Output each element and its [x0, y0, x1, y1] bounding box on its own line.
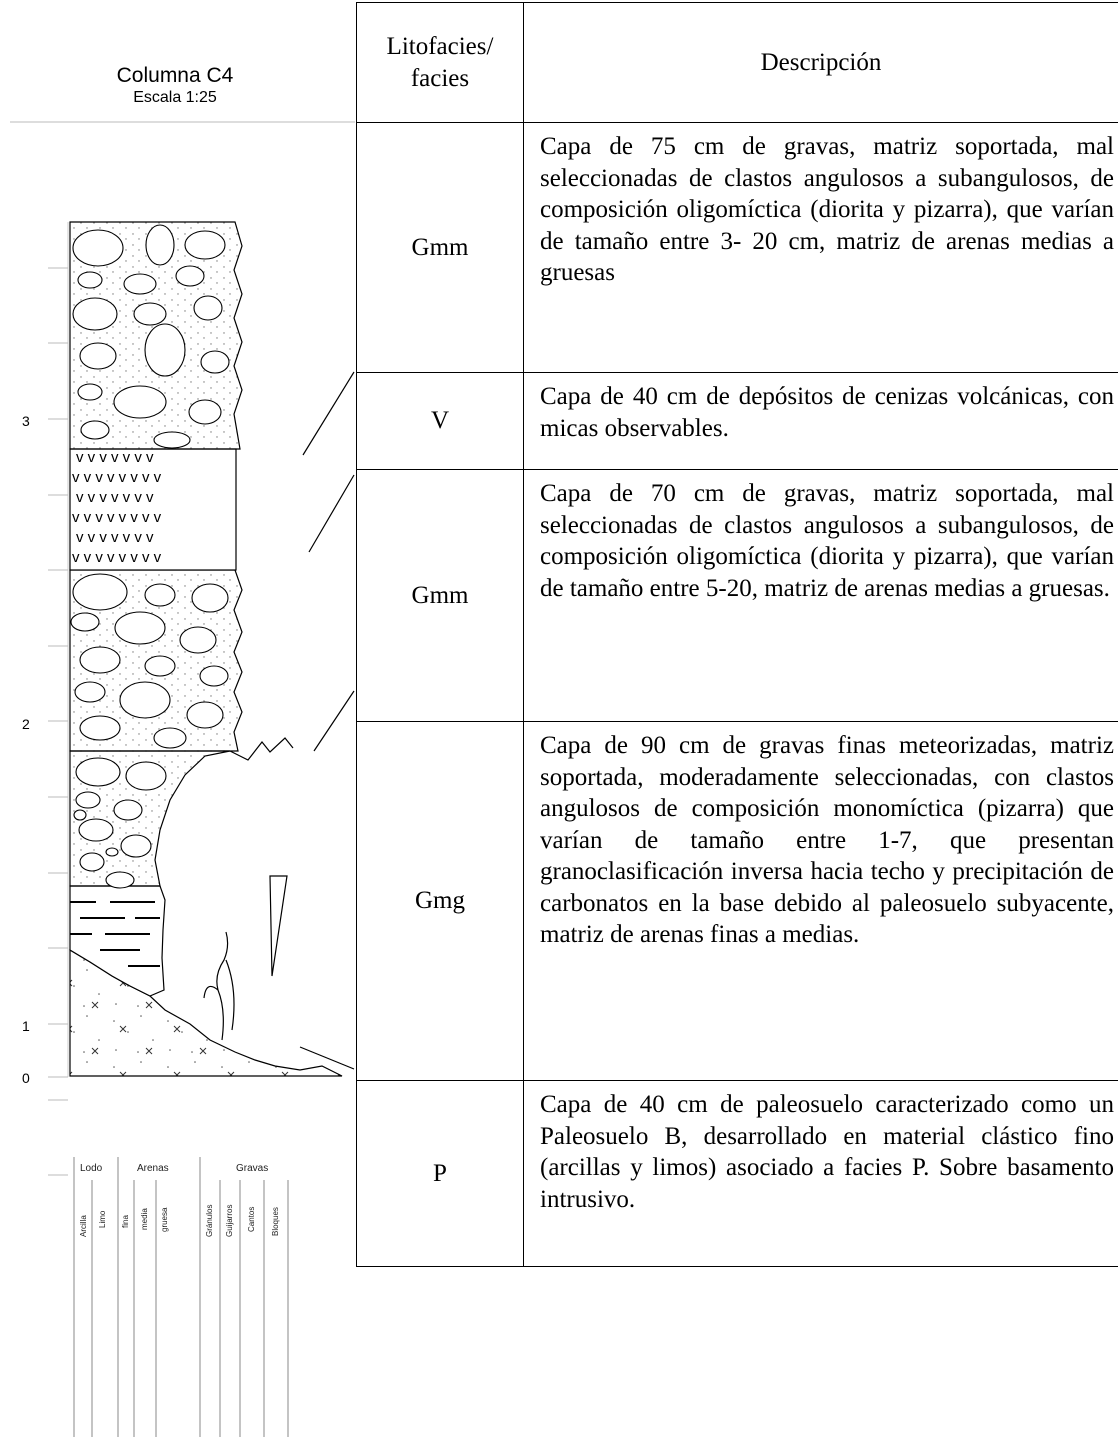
table-row: Gmm Capa de 70 cm de gravas, matriz sopo…	[357, 470, 1118, 722]
header-description: Descripción	[524, 3, 1118, 123]
facies-code: P	[357, 1081, 524, 1267]
table-row: Gmg Capa de 90 cm de gravas finas meteor…	[357, 722, 1118, 1081]
table-row: V Capa de 40 cm de depósitos de cenizas …	[357, 373, 1118, 470]
table-row: Gmm Capa de 75 cm de gravas, matriz sopo…	[357, 123, 1118, 373]
facies-description: Capa de 90 cm de gravas finas meteorizad…	[524, 722, 1118, 1081]
tick-label-1: 1	[22, 1018, 30, 1034]
legend-group-lodo: Lodo	[80, 1163, 103, 1174]
legend-class-fina: fina	[121, 1215, 130, 1228]
legend-group-gravas: Gravas	[236, 1163, 268, 1174]
carbonate-root-symbol	[204, 932, 234, 1040]
legend-class-gruesa: gruesa	[160, 1207, 169, 1232]
facies-code: Gmg	[357, 722, 524, 1081]
svg-text:v v v v v v v: v v v v v v v	[76, 449, 154, 466]
erosion-contact	[230, 738, 293, 760]
tick-label-3: 3	[22, 413, 30, 429]
svg-text:v v v v v v v v: v v v v v v v v	[72, 549, 162, 566]
svg-text:v v v v v v v v: v v v v v v v v	[72, 509, 162, 526]
legend-class-bloques: Bloques	[271, 1207, 280, 1236]
svg-text:v v v v v v v: v v v v v v v	[76, 529, 154, 546]
depth-axis: 3 2 1 0	[22, 222, 68, 1175]
legend-class-guijarros: Guijarros	[225, 1205, 234, 1237]
lithofacies-table: Litofacies/ facies Descripción Gmm Capa …	[356, 2, 1118, 1267]
table-header-row: Litofacies/ facies Descripción	[357, 3, 1118, 123]
facies-code: Gmm	[357, 123, 524, 373]
legend-class-limo: Limo	[98, 1210, 107, 1228]
connector-lines	[300, 372, 354, 1069]
header-facies: Litofacies/ facies	[357, 3, 524, 123]
legend-class-arcilla: Arcilla	[79, 1215, 88, 1237]
svg-text:v v v v v v v: v v v v v v v	[76, 489, 154, 506]
facies-code: V	[357, 373, 524, 470]
facies-description: Capa de 75 cm de gravas, matriz soportad…	[524, 123, 1118, 373]
legend-class-cantos: Cantos	[247, 1207, 256, 1232]
tick-label-0: 0	[22, 1070, 30, 1086]
facies-description: Capa de 40 cm de depósitos de cenizas vo…	[524, 373, 1118, 470]
column-drawing: 3 2 1 0 v v v v v v v v v v v v	[0, 0, 360, 1437]
legend-group-arenas: Arenas	[137, 1163, 169, 1174]
tick-label-2: 2	[22, 716, 30, 732]
facies-description: Capa de 70 cm de gravas, matriz soportad…	[524, 470, 1118, 722]
legend-class-granulos: Gránulos	[205, 1205, 214, 1237]
legend-class-media: media	[140, 1208, 149, 1230]
svg-text:v v v v v v v v: v v v v v v v v	[72, 469, 162, 486]
table-row: P Capa de 40 cm de paleosuelo caracteriz…	[357, 1081, 1118, 1267]
facies-description: Capa de 40 cm de paleosuelo caracterizad…	[524, 1081, 1118, 1267]
facies-code: Gmm	[357, 470, 524, 722]
inverse-grading-symbol	[270, 876, 287, 976]
grain-size-legend: Lodo Arenas Gravas Arcilla Limo fina med…	[74, 1157, 288, 1437]
